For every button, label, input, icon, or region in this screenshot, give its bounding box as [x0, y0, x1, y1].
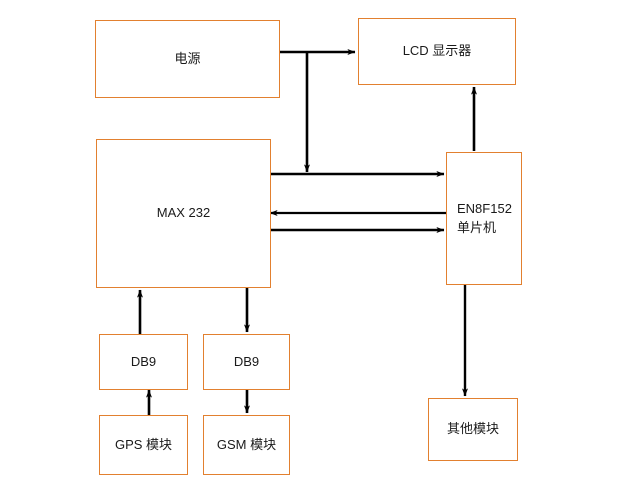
- block-db9-gps[interactable]: DB9: [99, 334, 188, 390]
- block-db9-gsm[interactable]: DB9: [203, 334, 290, 390]
- block-db9-gps-label: DB9: [130, 353, 157, 369]
- block-other-modules-label: 其他模块: [446, 421, 499, 437]
- block-gps-module-label: GPS 模块: [114, 436, 173, 452]
- block-max232[interactable]: MAX 232: [96, 139, 271, 288]
- block-gps-module[interactable]: GPS 模块: [99, 415, 188, 475]
- block-gsm-module-label: GSM 模块: [216, 436, 277, 452]
- block-other-modules[interactable]: 其他模块: [428, 398, 518, 461]
- block-power-supply[interactable]: 电源: [95, 20, 280, 98]
- block-lcd-display[interactable]: LCD 显示器: [358, 18, 516, 85]
- block-max232-label: MAX 232: [156, 205, 211, 221]
- block-lcd-display-label: LCD 显示器: [402, 43, 472, 59]
- block-db9-gsm-label: DB9: [233, 353, 260, 369]
- block-power-supply-label: 电源: [174, 50, 201, 66]
- block-microcontroller-label: EN8F152 单片机: [457, 200, 512, 235]
- block-gsm-module[interactable]: GSM 模块: [203, 415, 290, 475]
- block-microcontroller[interactable]: EN8F152 单片机: [446, 152, 522, 285]
